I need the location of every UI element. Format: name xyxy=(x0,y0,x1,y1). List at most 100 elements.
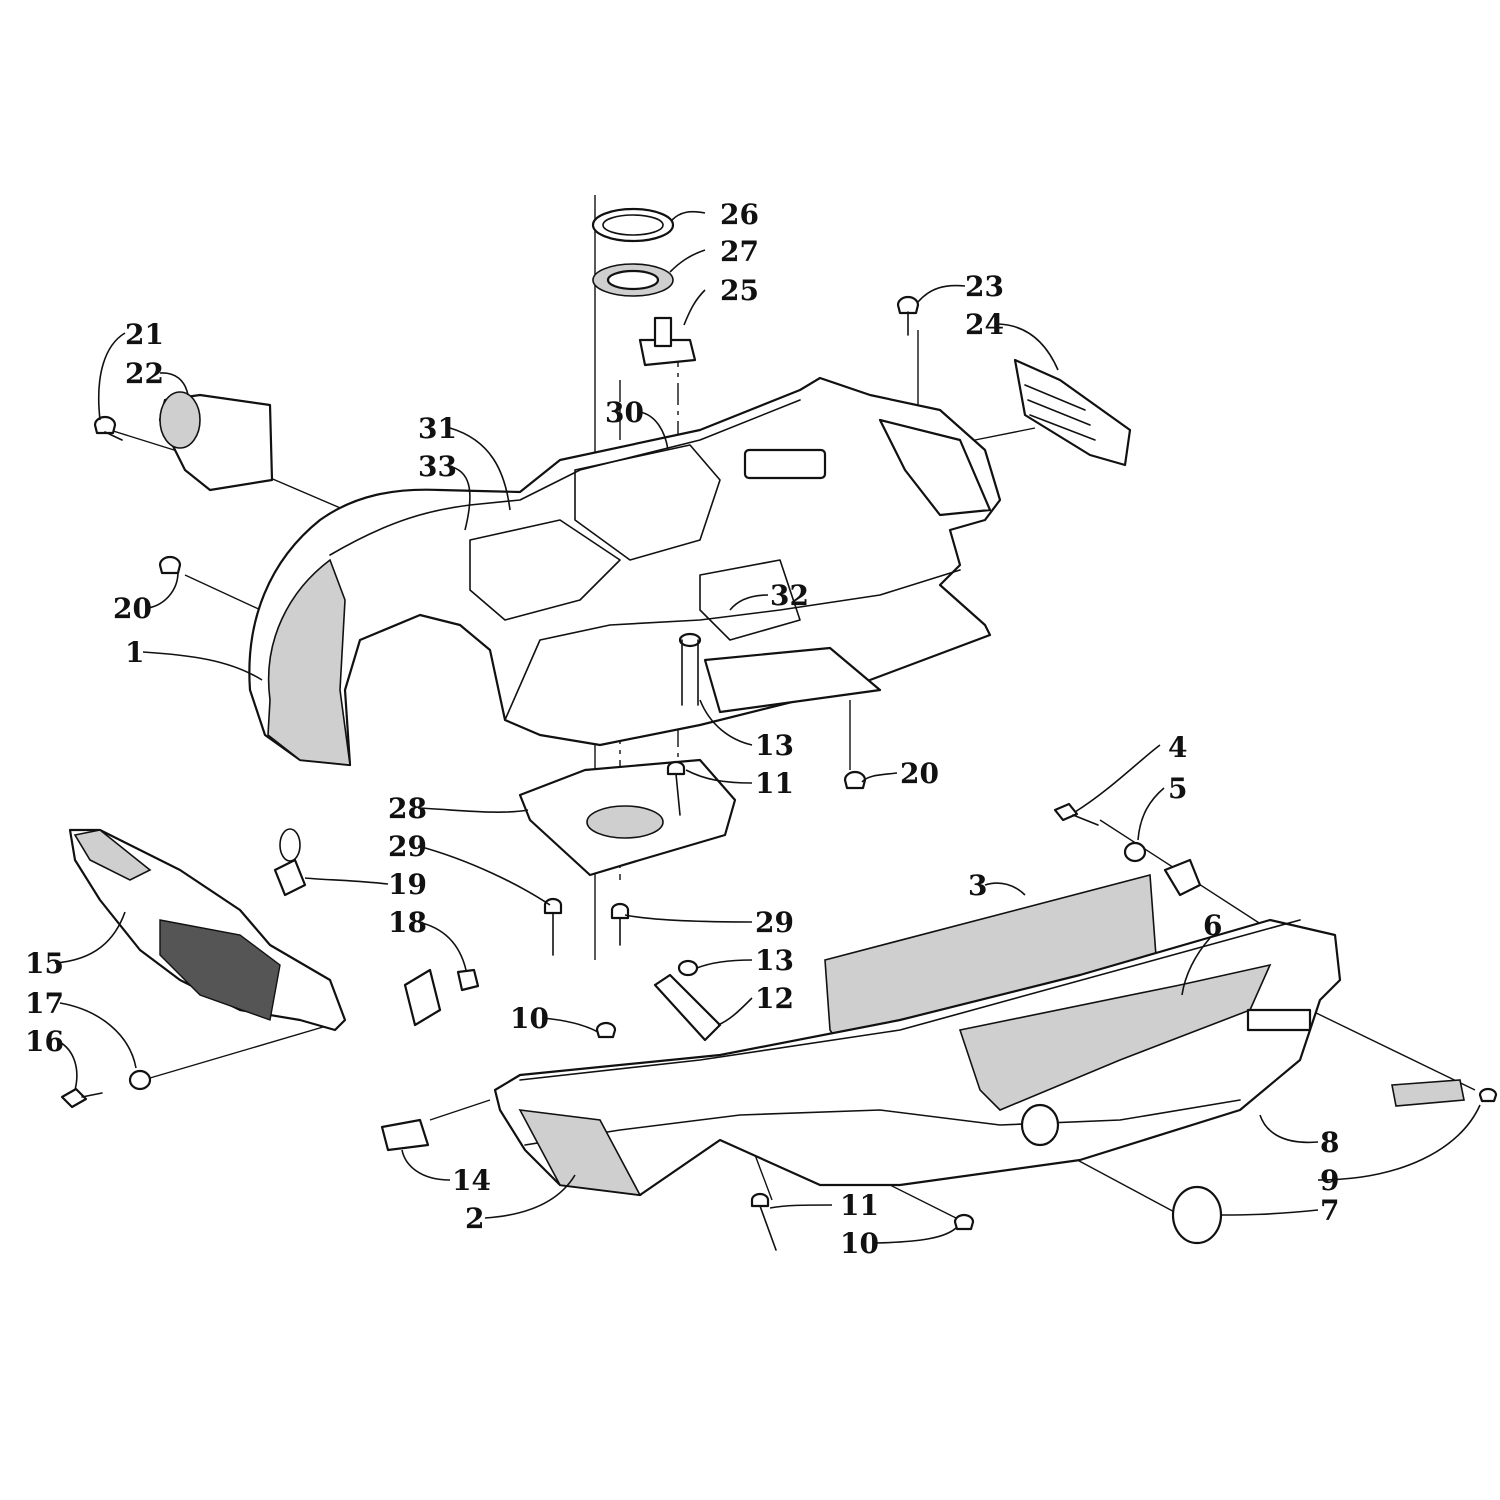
rivet-29a xyxy=(543,897,563,915)
leader-22 xyxy=(159,372,189,396)
leader-15 xyxy=(54,911,126,964)
bracket-plate xyxy=(403,968,442,1027)
callout-10a: 10 xyxy=(510,1002,549,1035)
leader-20a xyxy=(147,571,179,609)
callout-10b: 10 xyxy=(840,1227,879,1260)
callout-26: 26 xyxy=(720,198,759,231)
seal-26-inner xyxy=(602,214,664,236)
leader-23 xyxy=(917,284,966,303)
leader-4 xyxy=(1074,744,1161,813)
cap-7-opening xyxy=(1020,1103,1060,1147)
callout-27: 27 xyxy=(720,235,759,268)
leader-30 xyxy=(639,411,669,451)
callout-8: 8 xyxy=(1320,1126,1339,1159)
leader-11b xyxy=(769,1204,833,1209)
leader-19 xyxy=(304,877,389,885)
rivet-11b-shank xyxy=(759,1205,777,1251)
clip-19 xyxy=(273,858,307,897)
callout-3: 3 xyxy=(968,869,987,902)
guide-line-plate-8 xyxy=(1309,1009,1476,1091)
screw-23 xyxy=(896,295,920,315)
washer-5 xyxy=(1123,841,1147,863)
rivet-11b xyxy=(750,1192,770,1208)
leader-25 xyxy=(683,289,706,326)
callout-23: 23 xyxy=(965,270,1004,303)
screw-9 xyxy=(1478,1087,1498,1103)
callout-13a: 13 xyxy=(755,729,794,762)
upper-hardware xyxy=(93,207,1132,790)
callout-16: 16 xyxy=(25,1025,64,1058)
callout-19: 19 xyxy=(388,868,427,901)
leader-10a xyxy=(541,1017,599,1033)
bracket-12 xyxy=(653,973,722,1042)
guide-line-clip-14 xyxy=(429,1099,491,1121)
callout-12: 12 xyxy=(755,982,794,1015)
clip-14 xyxy=(380,1118,430,1152)
screw-10b xyxy=(953,1213,975,1231)
callout-20b: 20 xyxy=(900,757,939,790)
rivet-11a xyxy=(666,760,686,776)
guide-line-vent-24 xyxy=(974,427,1036,441)
screw-21 xyxy=(93,415,117,435)
callout-21: 21 xyxy=(125,318,164,351)
screw-20b xyxy=(843,770,867,790)
belly-pan-recess xyxy=(878,418,992,517)
belly-pan-side-wall xyxy=(267,558,351,766)
retainer-5 xyxy=(1163,858,1202,897)
leader-28 xyxy=(417,807,529,813)
leader-lines xyxy=(54,210,1481,1244)
callout-14: 14 xyxy=(452,1164,491,1197)
leader-29b xyxy=(624,914,753,923)
leader-8 xyxy=(1259,1114,1319,1144)
side-panel-15 xyxy=(60,828,347,1109)
leader-11a xyxy=(685,769,753,784)
leader-14 xyxy=(401,1149,451,1181)
callout-6: 6 xyxy=(1203,909,1222,942)
seal-26 xyxy=(591,207,675,243)
leader-12 xyxy=(717,997,753,1026)
callout-5: 5 xyxy=(1168,772,1187,805)
screw-21-shank xyxy=(104,431,123,441)
vent-24-louvers xyxy=(1024,384,1096,441)
lower-shell-assembly xyxy=(380,802,1498,1251)
spacer-13-top xyxy=(678,632,702,648)
leader-10b xyxy=(874,1227,957,1244)
callout-32: 32 xyxy=(770,579,809,612)
side-shell-2-lower-edge xyxy=(524,1099,1241,1146)
rivet-11a-shank xyxy=(675,773,681,816)
callout-29a: 29 xyxy=(388,830,427,863)
screw-10a xyxy=(595,1021,617,1039)
side-shell-2-front-scoop xyxy=(518,1109,642,1196)
callout-18: 18 xyxy=(388,906,427,939)
leader-33 xyxy=(447,465,471,531)
leader-20b xyxy=(861,772,898,783)
callout-29b: 29 xyxy=(755,906,794,939)
gasket-27-hole xyxy=(606,269,660,291)
leader-5 xyxy=(1137,787,1165,841)
leader-29a xyxy=(417,845,551,906)
leader-17 xyxy=(59,1002,137,1069)
adapter-22-boot xyxy=(159,391,201,449)
callout-15: 15 xyxy=(25,947,64,980)
leader-16 xyxy=(57,1040,78,1091)
leader-31 xyxy=(449,427,511,511)
side-shell-2-rail xyxy=(519,919,1301,1081)
callout-9: 9 xyxy=(1320,1164,1339,1197)
insulation-31-outline xyxy=(469,519,621,621)
callout-13b: 13 xyxy=(755,944,794,977)
plate-8 xyxy=(1391,1079,1465,1107)
callout-7: 7 xyxy=(1320,1194,1339,1227)
callout-11b: 11 xyxy=(840,1189,879,1222)
cap-7 xyxy=(1171,1185,1223,1245)
callout-17: 17 xyxy=(25,987,64,1020)
belly-pan-floor-edge xyxy=(504,569,961,721)
leader-26 xyxy=(671,210,706,221)
leader-7 xyxy=(1221,1209,1319,1216)
callout-25: 25 xyxy=(720,274,759,307)
leader-13b xyxy=(696,959,753,969)
mid-hardware xyxy=(273,758,737,1027)
mount-25-post xyxy=(653,316,673,348)
callout-22: 22 xyxy=(125,357,164,390)
callout-28: 28 xyxy=(388,792,427,825)
